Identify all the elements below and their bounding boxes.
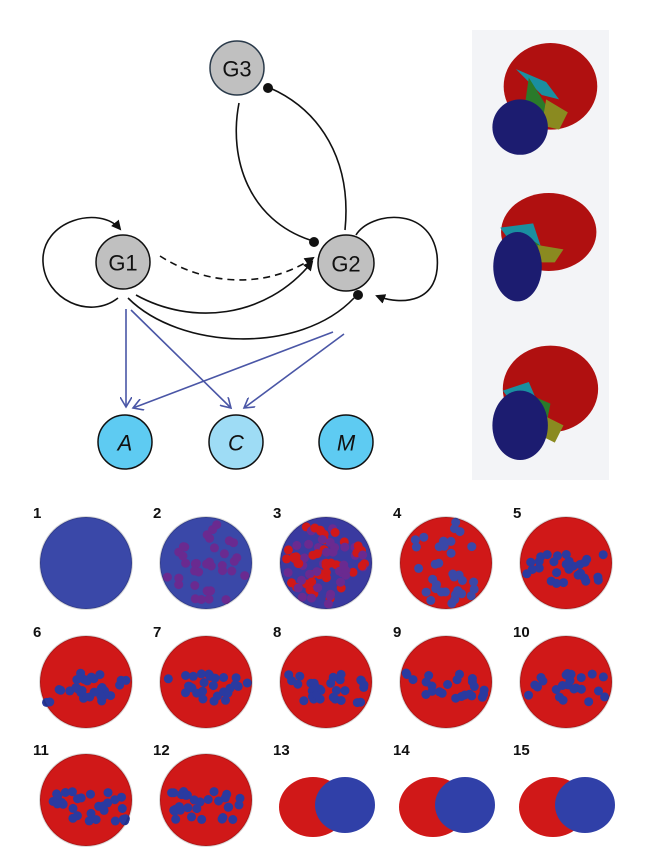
cell-aggregate-5 bbox=[519, 516, 613, 610]
node-g2: G2 bbox=[317, 234, 375, 292]
edge-g2-g3-inhibition bbox=[269, 87, 347, 231]
edge-g1-g2-dashed-activation bbox=[159, 255, 315, 281]
cluster-view-1 bbox=[492, 43, 598, 155]
panel-label: 1 bbox=[33, 505, 42, 522]
panel-label: 10 bbox=[513, 624, 530, 641]
edge-g2-a bbox=[133, 331, 334, 408]
cell-aggregate-9 bbox=[399, 635, 493, 729]
cell-aggregate-14 bbox=[399, 777, 495, 837]
panel-label: 9 bbox=[393, 624, 402, 641]
panel-label: 5 bbox=[513, 505, 522, 522]
edge-g3-g2-inhibition bbox=[235, 102, 311, 241]
panel-label: 12 bbox=[153, 742, 170, 759]
panel-label: 7 bbox=[153, 624, 162, 641]
panel-label: 15 bbox=[513, 742, 530, 759]
panel-label: 11 bbox=[33, 742, 49, 759]
panel-label: 2 bbox=[153, 505, 162, 522]
node-m-label: M bbox=[337, 431, 356, 456]
cell-aggregate-8 bbox=[279, 635, 373, 729]
cell-aggregate-7 bbox=[159, 635, 253, 729]
node-a-label: A bbox=[116, 431, 133, 456]
cell-aggregate-2 bbox=[159, 516, 253, 610]
panel-label: 14 bbox=[393, 742, 410, 759]
cell-aggregate-12 bbox=[159, 753, 253, 847]
node-g1: G1 bbox=[95, 234, 151, 290]
edge-g1-self-activation bbox=[42, 216, 122, 308]
cell-aggregate-6 bbox=[39, 635, 133, 729]
node-m: M bbox=[318, 414, 374, 470]
cell-aggregate-13 bbox=[279, 777, 375, 837]
cell-aggregate-4 bbox=[399, 516, 493, 610]
node-g3: G3 bbox=[209, 40, 265, 96]
panel-label: 4 bbox=[393, 505, 402, 522]
edge-g1-g2-inhibition bbox=[127, 297, 355, 340]
node-g2-label: G2 bbox=[331, 252, 360, 277]
cluster-views-panel bbox=[472, 30, 609, 480]
edge-g1-c bbox=[130, 309, 231, 408]
cell-aggregate-10 bbox=[519, 635, 613, 729]
edge-g2-self-activation bbox=[355, 216, 439, 304]
cell-aggregate-3 bbox=[279, 516, 373, 610]
edge-g2-c bbox=[244, 333, 345, 408]
node-c: C bbox=[208, 414, 264, 470]
panel-label: 8 bbox=[273, 624, 282, 641]
edge-g1-g2-activation bbox=[135, 260, 314, 314]
node-a: A bbox=[97, 414, 153, 470]
cluster-view-2 bbox=[493, 193, 597, 302]
panel-label: 13 bbox=[273, 742, 290, 759]
inhibition-dot bbox=[263, 83, 273, 93]
node-g3-label: G3 bbox=[222, 57, 251, 82]
cluster-view-3 bbox=[492, 345, 599, 460]
cell-aggregate-15 bbox=[519, 777, 615, 837]
cell-aggregate-1 bbox=[39, 516, 133, 610]
panel-label: 3 bbox=[273, 505, 282, 522]
inhibition-dot bbox=[309, 237, 319, 247]
inhibition-dot bbox=[353, 290, 363, 300]
panel-label: 6 bbox=[33, 624, 42, 641]
gene-network-diagram: G3 G1 G2 A C M bbox=[42, 40, 439, 470]
node-c-label: C bbox=[228, 431, 244, 456]
node-g1-label: G1 bbox=[108, 251, 137, 276]
cell-aggregate-11 bbox=[39, 753, 133, 847]
